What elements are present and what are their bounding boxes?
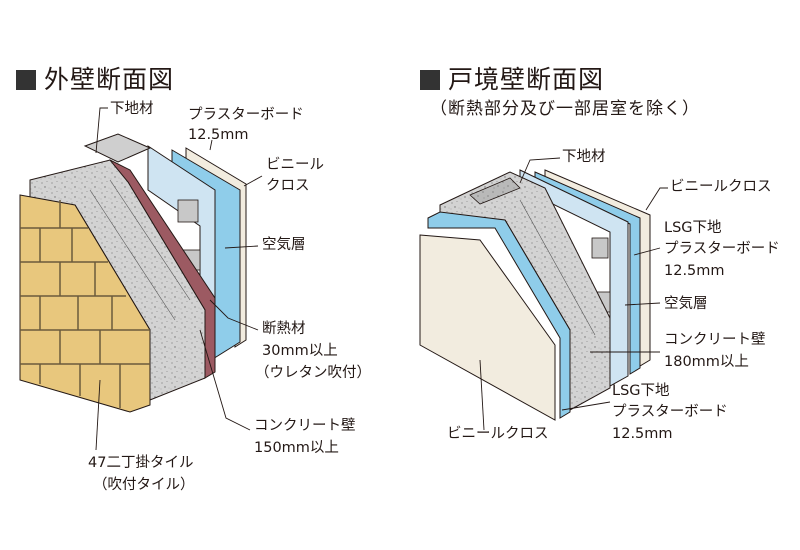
label-right-concrete-thickness: 180mm以上 [664, 354, 749, 370]
label-vinyl-cloth-1: ビニール [266, 157, 324, 173]
tile-layer [19, 194, 151, 413]
right-plasterboard-near [427, 211, 571, 419]
label-right-vinyl-cloth: ビニールクロス [670, 179, 772, 195]
label-right-concrete-wall: コンクリート壁 [664, 332, 766, 348]
label-right-air-layer: 空気層 [664, 296, 708, 312]
label-insulation-thickness: 30mm以上 [262, 343, 338, 359]
right-section-subtitle: （断熱部分及び一部居室を除く） [430, 99, 700, 119]
label-left-vinyl-cloth: ビニールクロス [447, 426, 549, 442]
right-title-text: 戸境壁断面図 [448, 65, 605, 94]
label-bottom-plasterboard-thickness: 12.5mm [612, 426, 673, 442]
right-section-title: 戸境壁断面図 [420, 60, 604, 96]
label-insulation: 断熱材 [262, 321, 306, 337]
left-section-title: 外壁断面図 [16, 60, 174, 96]
title-square-icon [16, 70, 36, 90]
label-bottom-plasterboard: プラスターボード [612, 404, 728, 420]
label-right-lsg-base: LSG下地 [664, 220, 722, 236]
label-right-plasterboard: プラスターボード [664, 241, 780, 257]
label-concrete-wall: コンクリート壁 [254, 418, 356, 434]
label-air-layer: 空気層 [262, 237, 306, 253]
leader-lines-left [95, 107, 263, 451]
label-right-plasterboard-thickness: 12.5mm [664, 263, 725, 279]
leader-lines-right [479, 157, 668, 431]
exterior-wall-illustration [19, 107, 263, 451]
label-plasterboard: プラスターボード [188, 107, 304, 123]
stud-block [177, 199, 199, 223]
label-vinyl-cloth-2: クロス [266, 178, 310, 194]
label-tile: 47二丁掛タイル [88, 455, 194, 471]
label-base-material: 下地材 [110, 101, 154, 117]
label-right-base-material: 下地材 [562, 149, 606, 165]
label-plasterboard-thickness: 12.5mm [188, 127, 249, 143]
base-material-block [83, 133, 152, 163]
stud-block [591, 237, 609, 259]
label-concrete-thickness: 150mm以上 [254, 440, 339, 456]
left-title-text: 外壁断面図 [44, 65, 175, 94]
party-wall-illustration [419, 157, 668, 431]
label-insulation-note: （ウレタン吹付） [255, 365, 371, 381]
label-tile-note: （吹付タイル） [93, 477, 195, 493]
title-square-icon [420, 70, 440, 90]
label-bottom-lsg-base: LSG下地 [612, 383, 670, 399]
right-cloth-near [419, 234, 556, 421]
